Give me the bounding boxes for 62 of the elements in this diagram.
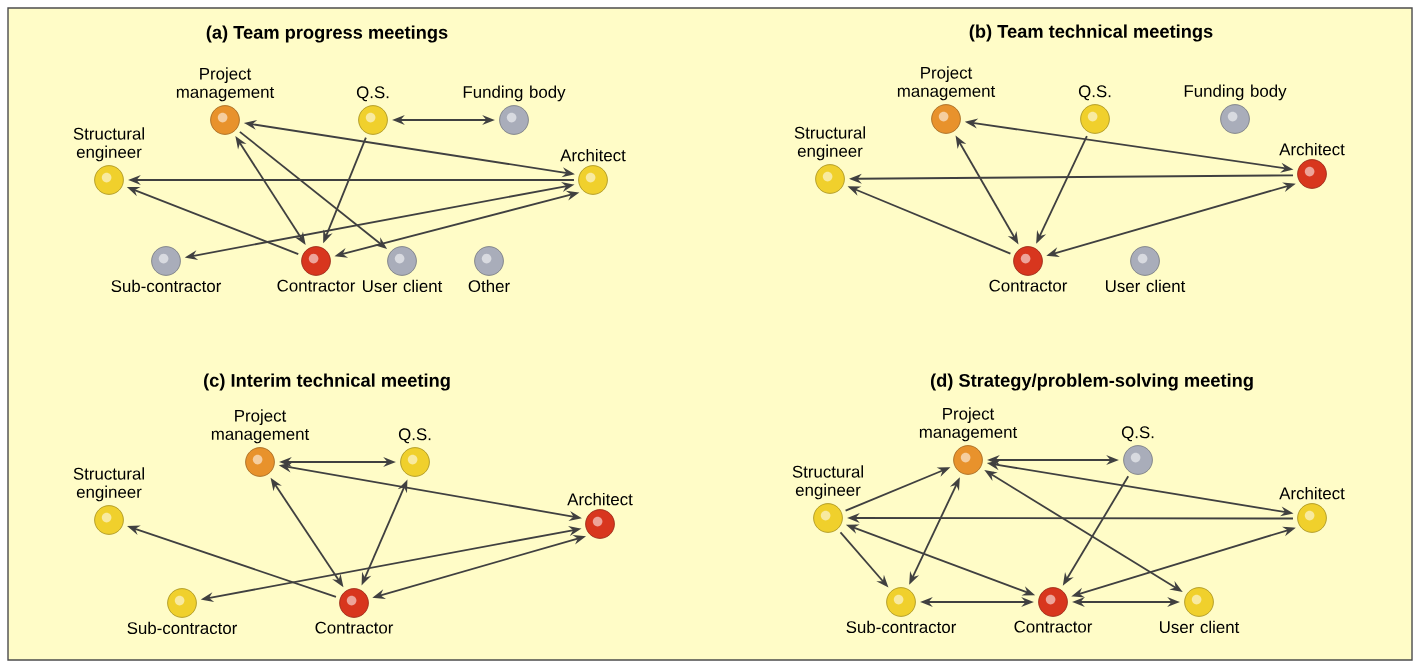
sphere-node: Q.S. xyxy=(356,86,389,135)
sphere-node: Contractor xyxy=(1014,587,1093,633)
sphere-node: Funding body xyxy=(1184,84,1287,134)
sphere-node: Project management xyxy=(919,407,1018,475)
sphere-node: Project management xyxy=(897,66,996,134)
sphere-node: Funding body xyxy=(463,85,566,135)
sphere-node: Structural engineer xyxy=(73,467,144,535)
panel-title: (b) Team technical meetings xyxy=(969,24,1213,42)
sphere-node: User client xyxy=(1160,587,1240,634)
node-label: Structural engineer xyxy=(73,467,144,502)
node-label: Contractor xyxy=(277,279,356,292)
node-label: Q.S. xyxy=(398,428,431,444)
node-label: Project management xyxy=(176,67,275,102)
sphere-node: User client xyxy=(363,246,443,293)
sphere-node: Structural engineer xyxy=(792,465,863,533)
node-label: Q.S. xyxy=(1078,85,1111,101)
sphere-node: Project management xyxy=(176,67,275,135)
sphere-node: User client xyxy=(1106,246,1186,293)
panel-title: (a) Team progress meetings xyxy=(206,25,448,43)
sphere-node: Sub-contractor xyxy=(111,246,222,293)
node-label: Project management xyxy=(919,407,1018,442)
node-label: Structural engineer xyxy=(792,465,863,500)
node-label: Architect xyxy=(1279,142,1345,156)
node-label: Funding body xyxy=(1184,84,1287,101)
node-label: Other xyxy=(468,279,510,293)
sphere-node: Q.S. xyxy=(1121,426,1154,475)
node-label: Q.S. xyxy=(356,86,389,102)
sphere-node: Architect xyxy=(1279,142,1345,189)
sphere-node: Q.S. xyxy=(398,428,431,477)
node-label: Q.S. xyxy=(1121,426,1154,442)
sphere-node: Structural engineer xyxy=(73,127,144,195)
node-label: User client xyxy=(363,279,443,293)
sphere-node: Q.S. xyxy=(1078,85,1111,134)
sphere-node: Project management xyxy=(211,409,310,477)
sphere-node: Structural engineer xyxy=(794,126,865,194)
sphere-node: Architect xyxy=(567,492,633,539)
node-label: Architect xyxy=(560,148,626,162)
node-label: Sub-contractor xyxy=(127,621,238,635)
node-label: Architect xyxy=(1279,486,1345,500)
node-label: Sub-contractor xyxy=(846,620,957,634)
sphere-node: Architect xyxy=(1279,486,1345,533)
node-label: User client xyxy=(1106,279,1186,293)
sphere-node: Sub-contractor xyxy=(846,587,957,634)
panel-title: (d) Strategy/problem-solving meeting xyxy=(930,373,1253,391)
node-label: User client xyxy=(1160,620,1240,634)
node-label: Project management xyxy=(211,409,310,444)
sphere-node: Contractor xyxy=(277,246,356,292)
node-label: Architect xyxy=(567,492,633,506)
sphere-node: Architect xyxy=(560,148,626,195)
node-label: Project management xyxy=(897,66,996,101)
sphere-node: Contractor xyxy=(989,246,1068,292)
sphere-node: Contractor xyxy=(315,588,394,634)
node-label: Funding body xyxy=(463,85,566,102)
node-label: Sub-contractor xyxy=(111,279,222,293)
sphere-node: Other xyxy=(468,246,510,293)
panel-title: (c) Interim technical meeting xyxy=(204,373,450,391)
node-label: Contractor xyxy=(1014,620,1093,633)
sphere-node: Sub-contractor xyxy=(127,588,238,635)
node-label: Contractor xyxy=(989,279,1068,292)
node-label: Contractor xyxy=(315,621,394,634)
node-label: Structural engineer xyxy=(794,126,865,161)
node-label: Structural engineer xyxy=(73,127,144,162)
